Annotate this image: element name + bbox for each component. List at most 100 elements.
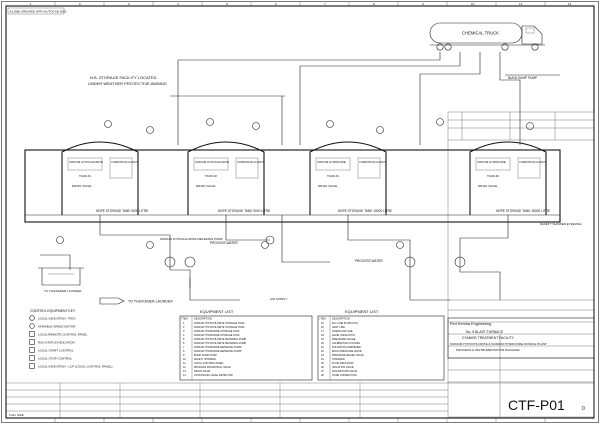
zone-number: 8 — [373, 2, 375, 6]
equipment-item-number: 12 — [183, 366, 186, 369]
equipment-item-number: 15 — [321, 322, 324, 325]
equipment-item-description: DRAIN VALVE — [194, 370, 210, 373]
equipment-list-header: DESCRIPTION — [332, 317, 350, 321]
dosing-piping — [40, 215, 509, 301]
tank-caption: HDPE STORAGE TANK 9000 LITRE — [218, 209, 270, 213]
equipment-item-description: LEVEL INDICATION — [332, 334, 355, 337]
zone-number: 6 — [275, 2, 277, 6]
tank-class: CORROSIVE CLASS 8 — [359, 160, 387, 164]
key-item: RUN STATUS INDICATION — [38, 341, 75, 345]
equipment-item-description: PRESSURE RELIEF VALVE — [332, 354, 364, 357]
company-name: Pert Kemba Engineering — [450, 322, 491, 326]
storage-note-line2: UNDER WEATHER PROTECTIVE AWNING — [88, 81, 167, 86]
tank-class: CORROSIVE CLASS 8 — [519, 160, 547, 164]
equipment-item-description: BUND SUMP PUMP — [194, 354, 217, 357]
equipment-item-number: 26 — [321, 366, 324, 369]
key-item: VARIABLE SPEED MOTOR — [38, 325, 76, 329]
tank-3: SODIUM HYDROXIDE CORROSIVE CLASS 8 TANK … — [309, 141, 392, 215]
equipment-list-title: EQUIPMENT LIST — [345, 309, 379, 314]
zone-number: 11 — [519, 2, 522, 6]
equipment-item-description: SAFETY SHOWER — [194, 358, 216, 361]
zone-number: 1 — [30, 2, 32, 6]
equipment-item-number: 14 — [183, 374, 186, 377]
fill-lines — [170, 52, 521, 145]
zone-number: 7 — [324, 2, 326, 6]
key-item: LOCAL START CONTROL — [38, 349, 74, 353]
equipment-item-description: FILL LINE 50 NB UPVC — [332, 322, 359, 325]
equipment-item-description: VENT LINE — [332, 326, 345, 329]
equipment-item-number: 11 — [183, 362, 186, 365]
equipment-item-number: 24 — [321, 358, 324, 361]
equipment-item-description: STRAINER — [332, 358, 345, 361]
zone-number: 5 — [226, 2, 228, 6]
equipment-item-description: NON RETURN VALVE — [332, 370, 357, 373]
key-item: LOCAL INDICATION - PIDS — [38, 317, 75, 321]
tank-drain: DRAIN VALVE — [318, 184, 337, 188]
equipment-item-number: 10 — [183, 358, 186, 361]
thickener-arrow — [99, 297, 125, 305]
equipment-item-number: 2 — [183, 326, 185, 329]
thickener-label-under-sump: TO THICKENER LAUNDER — [44, 289, 82, 293]
title-line1: No. 5 BLAST FURNACE — [466, 330, 504, 334]
tank-drain: DRAIN VALVE — [478, 184, 497, 188]
key-item: LOCAL/REMOTE CONTROL PANEL — [38, 333, 88, 337]
key-item: LOCAL STOP CONTROL — [38, 357, 72, 361]
equipment-item-number: 4 — [183, 334, 185, 337]
equipment-item-number: 13 — [183, 370, 186, 373]
bund-wall — [24, 149, 561, 223]
tank-1: SODIUM HYPOCHLORITE CORROSIVE CLASS 8 TA… — [61, 141, 148, 215]
equipment-list-2: EQUIPMENT LIST ITEM DESCRIPTION 15 FILL L… — [317, 309, 445, 381]
to-thickener-label: TO THICKENER LAUNDER — [128, 300, 173, 304]
process-water-label: PROCESS WATER — [210, 241, 238, 245]
zone-ticks — [54, 1, 546, 423]
corner-note-box — [7, 7, 65, 15]
equipment-item-description: ISOLATION VALVE — [332, 366, 354, 369]
equipment-item-number: 21 — [321, 346, 324, 349]
zone-number: 4 — [177, 2, 179, 6]
corner-note: A1 (DB) CREATED WITH AUTOCAD 2002 — [10, 9, 67, 13]
zone-number: 2 — [79, 2, 81, 6]
tank-tag: TANK #1 — [79, 174, 91, 178]
equipment-list-title: EQUIPMENT LIST — [200, 309, 234, 314]
title-line3: SODIUM HYPOCHLORITE & SODIUM HYDROXIDE D… — [450, 342, 547, 346]
air-supply-label: AIR SUPPLY — [270, 297, 287, 301]
equipment-item-number: 5 — [183, 338, 185, 341]
revision-letter: 0 — [582, 406, 585, 412]
title-line2: CYANIDE TREATMENT FACILITY — [462, 336, 514, 340]
equipment-item-description: SODIUM HYDROXIDE METERING PUMP — [194, 346, 242, 349]
control-key: CONTROL EQUIPMENT KEY LOCAL INDICATION -… — [29, 309, 113, 369]
equipment-item-number: 9 — [183, 354, 185, 357]
tank-4: SODIUM HYDROXIDE CORROSIVE CLASS 8 TANK … — [469, 141, 550, 215]
equipment-item-description: OVERFLOW LINE — [332, 330, 353, 333]
chemical-truck: CHEMICAL TRUCK — [429, 22, 545, 51]
bund-pump-label: BUND SUMP PUMP — [508, 76, 537, 80]
tank-caption: HDPE STORAGE TANK 15000 LITRE — [496, 209, 550, 213]
equipment-item-description: SODIUM HYDROXIDE STORAGE TANK — [194, 330, 240, 333]
equipment-item-description: CALIBRATION COLUMN — [332, 342, 360, 345]
tank-product: SODIUM HYDROXIDE — [317, 160, 346, 164]
equipment-item-description: PRESSURE GAUGE — [332, 338, 356, 341]
equipment-item-number: 25 — [321, 362, 324, 365]
tank-tag: TANK #1 — [327, 174, 339, 178]
equipment-list-header: ITEM — [320, 317, 326, 321]
tank-product: SODIUM HYPOCHLORITE — [195, 160, 229, 164]
tank-product: SODIUM HYDROXIDE — [477, 160, 506, 164]
equipment-item-number: 19 — [321, 338, 324, 341]
equipment-item-number: 20 — [321, 342, 324, 345]
equipment-item-number: 23 — [321, 354, 324, 357]
zone-number: 12 — [568, 2, 572, 6]
equipment-item-number: 28 — [321, 374, 324, 377]
equipment-item-description: SODIUM HYDROXIDE METERING PUMP — [194, 350, 242, 353]
equipment-item-description: LOCAL CONTROL PANEL — [194, 362, 224, 365]
tank-class: CORROSIVE CLASS 8 — [237, 160, 265, 164]
zone-number: 3 — [128, 2, 130, 6]
equipment-list-header: ITEM — [182, 317, 188, 321]
tank-drain: DRAIN VALVE — [196, 184, 215, 188]
equipment-item-number: 8 — [183, 350, 185, 353]
title-block: Pert Kemba Engineering No. 5 BLAST FURNA… — [447, 317, 595, 359]
tank-caption: HDPE STORAGE TANK 15000 LITRE — [338, 209, 392, 213]
bottom-strip — [6, 382, 594, 418]
equipment-item-number: 7 — [183, 346, 185, 349]
